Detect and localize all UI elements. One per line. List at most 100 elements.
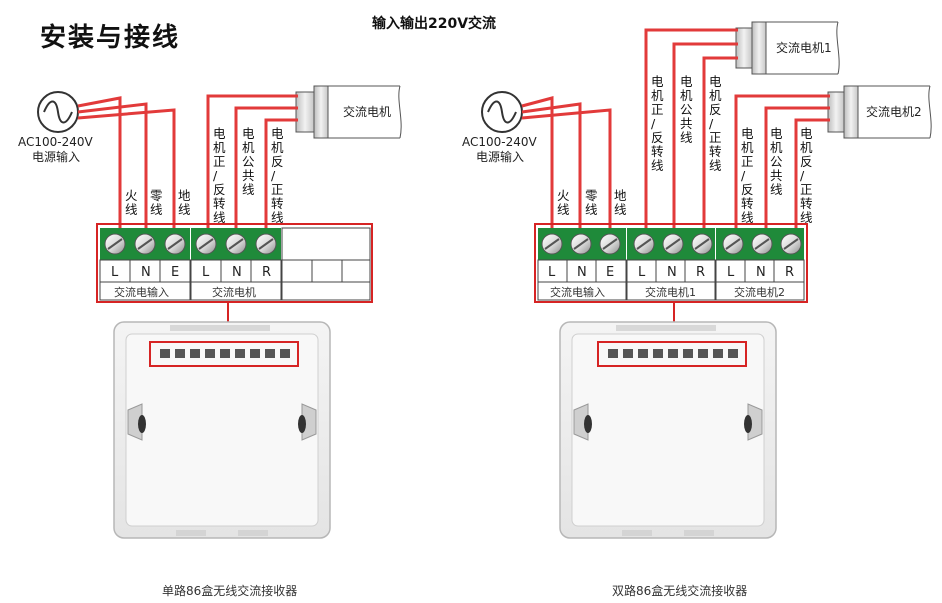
wire-neutral-2 bbox=[521, 102, 582, 232]
terminal-label-l: L bbox=[111, 265, 119, 280]
wire-m1-rev bbox=[702, 56, 738, 232]
wire-m2-rev bbox=[794, 118, 830, 232]
label-motor-fwd: 电机正/反转线 bbox=[213, 126, 226, 225]
label-m2-common: 电机公共线 bbox=[770, 126, 783, 197]
terminal-label-motor-n: N bbox=[232, 265, 242, 280]
power-label-voltage-2: AC100-240V bbox=[462, 135, 538, 149]
label-m1-rev: 电机反/正转线 bbox=[709, 74, 722, 173]
svg-text:火线: 火线 bbox=[125, 188, 138, 217]
terminal-label-l-2: L bbox=[548, 265, 556, 280]
caption-single: 单路86盒无线交流接收器 bbox=[162, 583, 297, 598]
label-live: 火线 bbox=[125, 188, 138, 217]
wire-earth-2 bbox=[521, 108, 612, 232]
screw-m2-n bbox=[751, 233, 773, 255]
group-label-ac-motor-1: 交流电机1 bbox=[645, 285, 696, 299]
group-label-ac-motor: 交流电机 bbox=[212, 285, 256, 299]
screw-motor-r bbox=[255, 233, 277, 255]
page-title: 安装与接线 bbox=[40, 23, 180, 53]
terminal-label-e-2: E bbox=[606, 265, 614, 280]
terminal-label-m2-n: N bbox=[756, 265, 766, 280]
wire-motor-common bbox=[234, 106, 298, 232]
power-label-input-2: 电源输入 bbox=[476, 149, 524, 164]
svg-text:电机公共线: 电机公共线 bbox=[680, 74, 693, 145]
svg-text:电机反/正转线: 电机反/正转线 bbox=[800, 126, 813, 225]
terminal-label-n-2: N bbox=[577, 265, 587, 280]
receiver-box-single bbox=[113, 321, 331, 539]
screw-input-l bbox=[104, 233, 126, 255]
screw-input-e bbox=[164, 233, 186, 255]
label-m2-fwd: 电机正/反转线 bbox=[741, 126, 754, 225]
motor-2-icon bbox=[827, 85, 932, 139]
svg-text:电机公共线: 电机公共线 bbox=[242, 126, 255, 197]
power-label-input: 电源输入 bbox=[32, 149, 80, 164]
screw-m1-r bbox=[691, 233, 713, 255]
terminal-label-e: E bbox=[171, 265, 179, 280]
terminal-block-outline bbox=[96, 223, 373, 303]
screw-motor-l bbox=[195, 233, 217, 255]
wire-live-2 bbox=[521, 96, 554, 232]
ac-source-icon bbox=[37, 91, 79, 133]
terminal-label-m1-r: R bbox=[696, 265, 705, 280]
receiver-box-double bbox=[559, 321, 777, 539]
screw-m2-r bbox=[780, 233, 802, 255]
screw-input-e-2 bbox=[599, 233, 621, 255]
label-neutral-2: 零线 bbox=[585, 188, 598, 217]
label-m1-common: 电机公共线 bbox=[680, 74, 693, 145]
double-channel-diagram: AC100-240V 电源输入 交流电机1 交流电机2 bbox=[462, 21, 932, 598]
wire-m1-fwd bbox=[644, 28, 738, 232]
label-live-2: 火线 bbox=[557, 188, 570, 217]
motor-1-icon bbox=[735, 21, 840, 75]
label-m2-rev: 电机反/正转线 bbox=[800, 126, 813, 225]
voltage-header: 输入输出220V交流 bbox=[372, 15, 496, 32]
svg-text:电机正/反转线: 电机正/反转线 bbox=[213, 126, 226, 225]
group-label-ac-motor-2: 交流电机2 bbox=[734, 285, 785, 299]
motor-icon bbox=[295, 85, 402, 139]
svg-text:电机反/正转线: 电机反/正转线 bbox=[271, 126, 284, 225]
wire-m2-fwd bbox=[734, 94, 830, 232]
terminal-label-m1-n: N bbox=[667, 265, 677, 280]
caption-double: 双路86盒无线交流接收器 bbox=[612, 583, 747, 598]
svg-text:电机公共线: 电机公共线 bbox=[770, 126, 783, 197]
power-label-voltage: AC100-240V bbox=[18, 135, 94, 149]
label-motor-common: 电机公共线 bbox=[242, 126, 255, 197]
wire-earth bbox=[77, 108, 176, 232]
terminal-label-motor-r: R bbox=[262, 265, 271, 280]
label-earth-2: 地线 bbox=[614, 188, 627, 217]
wire-neutral bbox=[77, 102, 148, 232]
svg-text:电机反/正转线: 电机反/正转线 bbox=[709, 74, 722, 173]
motor-1-label: 交流电机1 bbox=[776, 40, 832, 55]
ac-source-icon-2 bbox=[481, 91, 523, 133]
svg-text:地线: 地线 bbox=[614, 188, 627, 217]
screw-input-l-2 bbox=[541, 233, 563, 255]
terminal-label-n: N bbox=[141, 265, 151, 280]
wire-m1-common bbox=[672, 42, 738, 232]
svg-text:零线: 零线 bbox=[150, 188, 163, 217]
terminal-block-outline-2 bbox=[534, 223, 808, 303]
wire-motor-rev bbox=[264, 118, 298, 232]
terminal-label-m1-l: L bbox=[638, 265, 646, 280]
screw-m1-l bbox=[633, 233, 655, 255]
terminal-label-m2-r: R bbox=[785, 265, 794, 280]
svg-text:电机正/反转线: 电机正/反转线 bbox=[651, 74, 664, 173]
group-label-ac-input-2: 交流电输入 bbox=[550, 285, 605, 299]
label-motor-rev: 电机反/正转线 bbox=[271, 126, 284, 225]
screw-input-n-2 bbox=[570, 233, 592, 255]
svg-text:火线: 火线 bbox=[557, 188, 570, 217]
svg-text:电机正/反转线: 电机正/反转线 bbox=[741, 126, 754, 225]
terminal-label-m2-l: L bbox=[727, 265, 735, 280]
motor-label: 交流电机 bbox=[343, 104, 391, 119]
wire-live bbox=[77, 96, 122, 232]
screw-m2-l bbox=[722, 233, 744, 255]
label-neutral: 零线 bbox=[150, 188, 163, 217]
screw-input-n bbox=[134, 233, 156, 255]
terminal-label-motor-l: L bbox=[202, 265, 210, 280]
empty-terminal-slot bbox=[281, 227, 371, 301]
single-channel-diagram: AC100-240V 电源输入 交流电机 火线 零线 地线 电机正/ bbox=[18, 85, 402, 598]
screw-m1-n bbox=[662, 233, 684, 255]
group-label-ac-input: 交流电输入 bbox=[114, 285, 169, 299]
wire-m2-common bbox=[764, 106, 830, 232]
label-m1-fwd: 电机正/反转线 bbox=[651, 74, 664, 173]
wire-motor-fwd bbox=[206, 94, 298, 232]
motor-2-label: 交流电机2 bbox=[866, 104, 922, 119]
